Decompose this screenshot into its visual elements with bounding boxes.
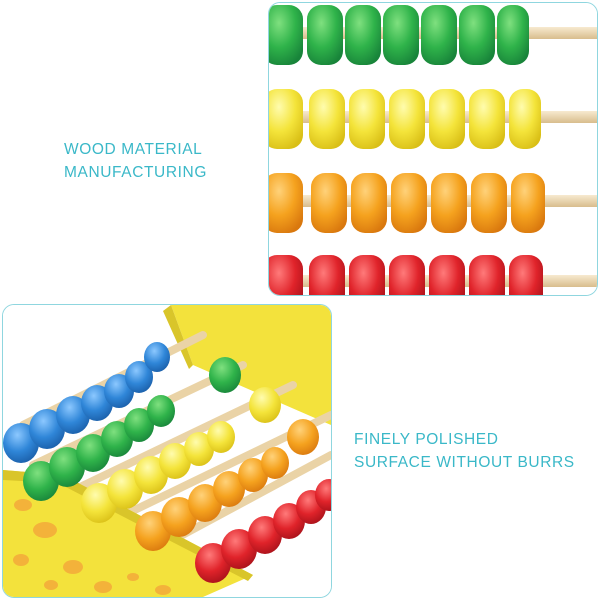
frame-spots: [13, 499, 171, 595]
bead-row-orange: [269, 173, 545, 233]
caption-wood-material: WOOD MATERIAL MANUFACTURING: [64, 138, 207, 184]
photo-abacus-rows: [268, 2, 598, 296]
photo-abacus-angled: [2, 304, 332, 598]
bead-row-red: [269, 255, 543, 295]
bead-row-blue: [3, 342, 170, 463]
bead-row-green: [269, 5, 529, 65]
caption-line: WOOD MATERIAL: [64, 141, 203, 158]
caption-line: FINELY POLISHED: [354, 431, 499, 448]
bead-row-yellow: [269, 89, 541, 149]
frame-back: [171, 305, 331, 425]
bead-row-yellow: [81, 387, 281, 523]
caption-line: SURFACE WITHOUT BURRS: [354, 454, 575, 471]
abacus-rows-image: [269, 3, 597, 295]
abacus-angled-image: [3, 305, 331, 597]
caption-polished-surface: FINELY POLISHED SURFACE WITHOUT BURRS: [354, 428, 575, 474]
bead-row-green: [23, 357, 241, 501]
caption-line: MANUFACTURING: [64, 164, 207, 181]
bead-row-orange: [135, 419, 319, 551]
bead-row-red: [195, 479, 331, 583]
